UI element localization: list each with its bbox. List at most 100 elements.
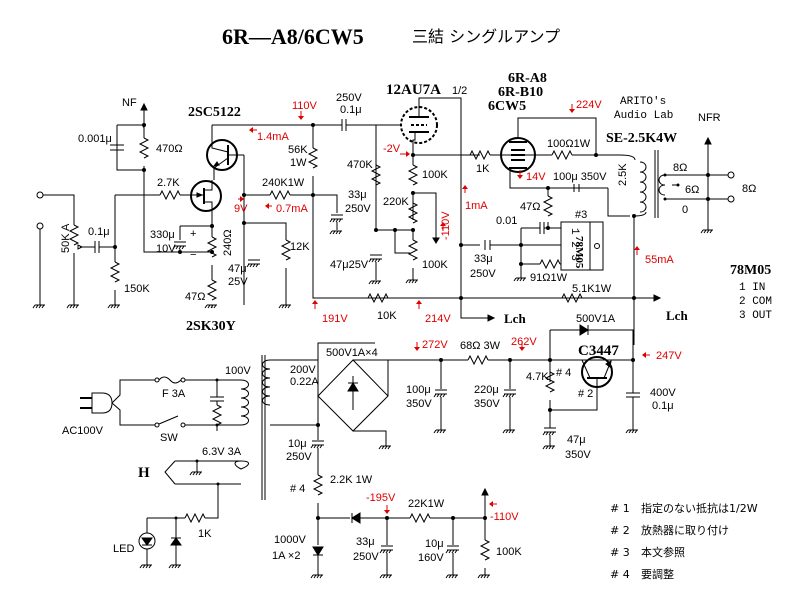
power-transformer: 200V 0.22A 6.3V 3A H 1K LED bbox=[113, 342, 375, 569]
pt-hv-label: 200V bbox=[290, 364, 316, 376]
nf-label: NF bbox=[122, 97, 137, 109]
meas-1ma: 1mA bbox=[465, 200, 488, 212]
q1-label: 2SC5122 bbox=[188, 105, 241, 120]
input-terminal-gnd bbox=[36, 222, 44, 230]
led-label: LED bbox=[113, 543, 134, 555]
c33av-label: 250V bbox=[345, 203, 371, 215]
r91-label: 91Ω1W bbox=[530, 272, 568, 284]
reg-pins: 1 2 3 bbox=[568, 228, 580, 261]
meas-0-7ma: 0.7mA bbox=[276, 203, 308, 215]
speaker-terminal-hot bbox=[727, 171, 735, 179]
note-mark-1: # 1 bbox=[610, 502, 630, 515]
meas-110v: 110V bbox=[292, 100, 318, 112]
meas-minus2v: -2V bbox=[383, 143, 401, 155]
r47k-label: 47Ω bbox=[520, 201, 540, 213]
c330-label: 330μ bbox=[150, 229, 175, 241]
r47s-label: 47Ω bbox=[185, 291, 205, 303]
note-text-2: 放熱器に取り付け bbox=[641, 523, 729, 537]
measurements: 110V 1.4mA 9V 0.7mA -2V -110V 1mA 224V 1… bbox=[234, 99, 682, 523]
r22k-label: 2.2K 1W bbox=[330, 474, 373, 486]
r-nf-label: 470Ω bbox=[156, 143, 183, 155]
opt-maker2: Audio Lab bbox=[614, 110, 673, 122]
r240k-label: 240K1W bbox=[262, 177, 305, 189]
c220v-label: 350V bbox=[474, 398, 500, 410]
c33cv-label: 250V bbox=[353, 551, 379, 563]
meas-minus195v: -195V bbox=[366, 492, 396, 504]
r51k-label: 5.1K1W bbox=[572, 283, 612, 295]
c33a-label: 33μ bbox=[348, 189, 367, 201]
input-terminal-hot bbox=[36, 191, 44, 199]
meas-262v: 262V bbox=[511, 336, 537, 348]
r100-label: 100Ω1W bbox=[547, 138, 591, 150]
tap6-label: 6Ω bbox=[685, 184, 699, 196]
q2-source-network: 330μ 10V + − 240Ω 47Ω bbox=[150, 224, 234, 309]
fuse-label: F 3A bbox=[162, 388, 186, 400]
notes: # 1 指定のない抵抗は1/2W # 2 放熱器に取り付け # 3 本文参照 #… bbox=[610, 501, 758, 581]
legend-pin-1: 1 IN bbox=[739, 282, 765, 294]
meas-1-4ma: 1.4mA bbox=[257, 131, 289, 143]
meas-9v: 9V bbox=[234, 203, 248, 215]
bias-network: 240K1W 12K 47μ 25V bbox=[228, 155, 313, 309]
r56kw-label: 1W bbox=[290, 157, 307, 169]
c33c-label: 33μ bbox=[356, 536, 375, 548]
c10av-label: 250V bbox=[286, 451, 312, 463]
c100-label: 100μ 350V bbox=[553, 171, 607, 183]
note-text-1: 指定のない抵抗は1/2W bbox=[641, 501, 758, 515]
meas-55ma: 55mA bbox=[645, 254, 674, 266]
r22k1w-label: 22K1W bbox=[408, 498, 445, 510]
r150k-label: 150K bbox=[124, 283, 150, 295]
r-led-label: 1K bbox=[198, 528, 212, 540]
meas-224v: 224V bbox=[576, 99, 602, 111]
lch2-label: Lch bbox=[666, 308, 688, 323]
c001-label: 0.01 bbox=[496, 215, 517, 227]
n4b-label: # 4 bbox=[556, 367, 571, 379]
c33bv-label: 250V bbox=[470, 268, 496, 280]
title-main: 6R―A8/6CW5 bbox=[222, 24, 364, 49]
negative-supply: 22K1W 33μ 250V 10μ 160V 100K bbox=[318, 487, 522, 579]
meas-272v: 272V bbox=[422, 339, 448, 351]
opt-pri-label: 2.5K bbox=[617, 163, 629, 186]
legend-pin-2: 2 COM bbox=[739, 296, 772, 308]
c-nf-label: 0.001μ bbox=[78, 133, 112, 145]
legend-title: 78M05 bbox=[730, 263, 771, 278]
speaker-terminal-gnd bbox=[727, 195, 735, 203]
bridge-rectifier: 500V1A×4 10μ 250V # 4 2.2K 1W 1000V 1A ×… bbox=[272, 347, 420, 579]
opt-model: SE-2.5K4W bbox=[606, 131, 677, 146]
r68-label: 68Ω 3W bbox=[460, 340, 501, 352]
n4a-label: # 4 bbox=[290, 483, 305, 495]
c400b-label: 0.1μ bbox=[652, 400, 674, 412]
q2-2sk30y: 2SK30Y bbox=[186, 180, 236, 334]
regulator-legend: 78M05 1 IN 2 COM 3 OUT bbox=[730, 263, 772, 322]
v1-label: 12AU7A bbox=[386, 82, 441, 98]
note-text-3: 本文参照 bbox=[641, 545, 685, 559]
v2-b-label: 6R-B10 bbox=[498, 85, 543, 100]
c100bv-label: 350V bbox=[406, 398, 432, 410]
r240-label: 240Ω bbox=[222, 229, 234, 256]
r100ka-label: 100K bbox=[422, 169, 448, 181]
v2-6cw5: 6R-A8 6R-B10 6CW5 100Ω1W 100μ 350V 47Ω bbox=[488, 71, 636, 228]
r1k-label: 1K bbox=[476, 163, 490, 175]
c47v-label: 25V bbox=[228, 276, 248, 288]
pt-hv-a-label: 0.22A bbox=[290, 376, 319, 388]
bplus-rail: 5.1K1W Lch Lch bbox=[460, 283, 688, 345]
q1-2sc5122: 2SC5122 bbox=[188, 105, 313, 180]
c100b-label: 100μ bbox=[406, 384, 431, 396]
opt-maker: ARITO's bbox=[620, 96, 666, 108]
plus-sign: + bbox=[190, 228, 196, 240]
meas-14v: 14V bbox=[526, 171, 546, 183]
volume-label: 50K A bbox=[60, 223, 72, 253]
r-gate-label: 2.7K bbox=[157, 177, 180, 189]
tap8-label: 8Ω bbox=[673, 162, 687, 174]
nf-network: NF 0.001μ 470Ω bbox=[78, 97, 212, 253]
r100kb-label: 100K bbox=[422, 259, 448, 271]
c-cpl-label: 0.1μ bbox=[340, 104, 362, 116]
note-mark-3: # 3 bbox=[610, 546, 630, 559]
c47cv-label: 350V bbox=[565, 449, 591, 461]
pt-pri-label: 100V bbox=[225, 365, 251, 377]
q1-load: 56K 1W 250V 0.1μ 33μ 250V 10K bbox=[288, 92, 660, 322]
meas-214v: 214V bbox=[425, 313, 451, 325]
r47kk-label: 4.7K bbox=[526, 371, 549, 383]
ac-label: AC100V bbox=[62, 425, 104, 437]
lch1-label: Lch bbox=[504, 311, 526, 326]
